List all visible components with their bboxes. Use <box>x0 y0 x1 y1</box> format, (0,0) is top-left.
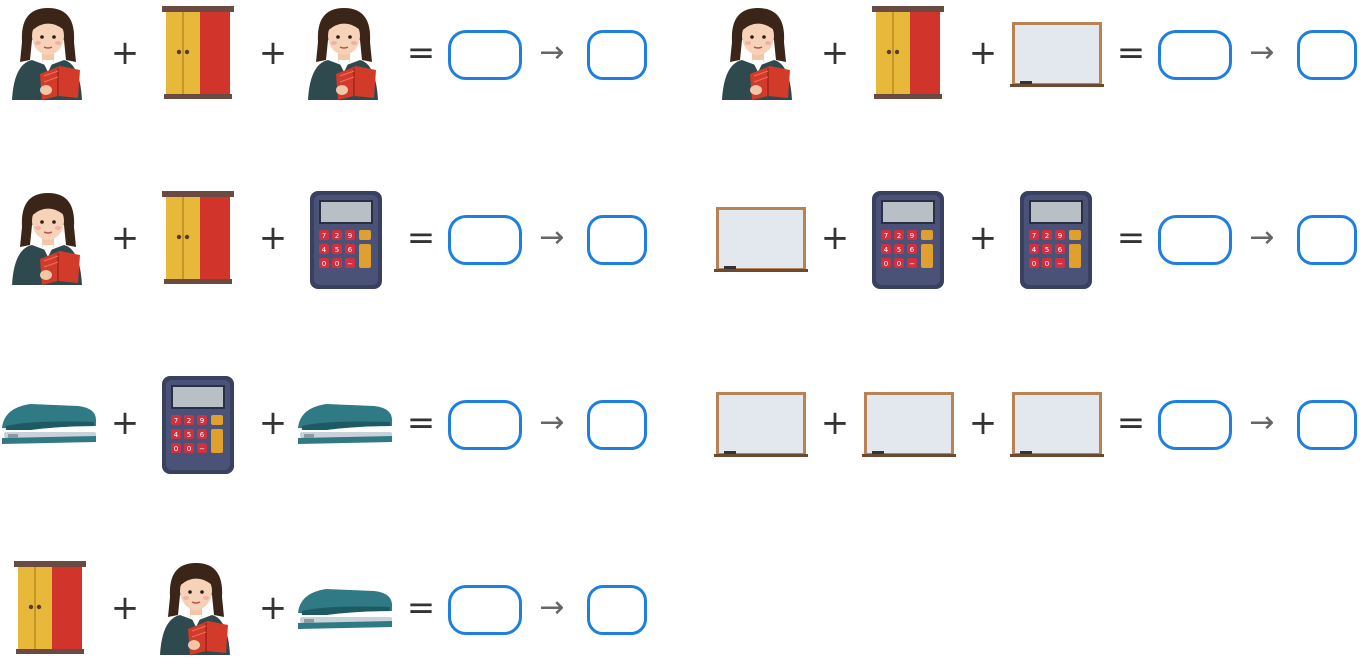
arrow-icon: → <box>539 405 565 440</box>
answer-box-sum[interactable] <box>448 400 522 450</box>
plus-sign: + <box>258 33 288 73</box>
answer-box-result[interactable] <box>587 30 647 80</box>
teacher-reading-icon <box>0 0 100 110</box>
equation-row: + + = → <box>0 185 660 295</box>
calculator-icon <box>858 185 958 295</box>
plus-sign: + <box>968 403 998 443</box>
answer-box-result[interactable] <box>1297 215 1357 265</box>
whiteboard-icon <box>710 185 810 295</box>
answer-box-result[interactable] <box>1297 400 1357 450</box>
equation-row: + + = → <box>710 185 1365 295</box>
answer-box-sum[interactable] <box>448 215 522 265</box>
answer-box-sum[interactable] <box>448 585 522 635</box>
plus-sign: + <box>258 588 288 628</box>
arrow-icon: → <box>539 220 565 255</box>
whiteboard-icon <box>858 370 958 480</box>
whiteboard-icon <box>1006 0 1106 110</box>
arrow-icon: → <box>1249 35 1275 70</box>
cabinet-icon <box>148 185 248 295</box>
plus-sign: + <box>820 33 850 73</box>
equals-sign: = <box>406 33 436 73</box>
equation-row: + + = → <box>0 555 660 665</box>
teacher-reading-icon <box>0 185 100 295</box>
plus-sign: + <box>110 33 140 73</box>
cabinet-icon <box>858 0 958 110</box>
equals-sign: = <box>1116 33 1146 73</box>
calculator-icon <box>1006 185 1106 295</box>
whiteboard-icon <box>710 370 810 480</box>
whiteboard-icon <box>1006 370 1106 480</box>
equals-sign: = <box>406 218 436 258</box>
plus-sign: + <box>110 218 140 258</box>
stapler-icon <box>296 555 396 665</box>
plus-sign: + <box>110 588 140 628</box>
plus-sign: + <box>258 218 288 258</box>
teacher-reading-icon <box>148 555 248 665</box>
equals-sign: = <box>1116 403 1146 443</box>
calculator-icon <box>148 370 248 480</box>
plus-sign: + <box>110 403 140 443</box>
plus-sign: + <box>258 403 288 443</box>
equation-row: + + = → <box>710 370 1365 480</box>
stapler-icon <box>0 370 100 480</box>
equals-sign: = <box>1116 218 1146 258</box>
plus-sign: + <box>968 33 998 73</box>
teacher-reading-icon <box>710 0 810 110</box>
plus-sign: + <box>820 403 850 443</box>
arrow-icon: → <box>1249 405 1275 440</box>
answer-box-sum[interactable] <box>1158 215 1232 265</box>
calculator-icon <box>296 185 396 295</box>
answer-box-result[interactable] <box>1297 30 1357 80</box>
arrow-icon: → <box>539 590 565 625</box>
answer-box-result[interactable] <box>587 400 647 450</box>
arrow-icon: → <box>1249 220 1275 255</box>
stapler-icon <box>296 370 396 480</box>
cabinet-icon <box>0 555 100 665</box>
plus-sign: + <box>968 218 998 258</box>
equals-sign: = <box>406 588 436 628</box>
answer-box-sum[interactable] <box>1158 30 1232 80</box>
answer-box-sum[interactable] <box>448 30 522 80</box>
equation-row: + + = → <box>710 0 1365 110</box>
teacher-reading-icon <box>296 0 396 110</box>
cabinet-icon <box>148 0 248 110</box>
answer-box-result[interactable] <box>587 215 647 265</box>
equation-row: + + = → <box>0 0 660 110</box>
arrow-icon: → <box>539 35 565 70</box>
plus-sign: + <box>820 218 850 258</box>
equation-row: + + = → <box>0 370 660 480</box>
answer-box-result[interactable] <box>587 585 647 635</box>
answer-box-sum[interactable] <box>1158 400 1232 450</box>
equals-sign: = <box>406 403 436 443</box>
